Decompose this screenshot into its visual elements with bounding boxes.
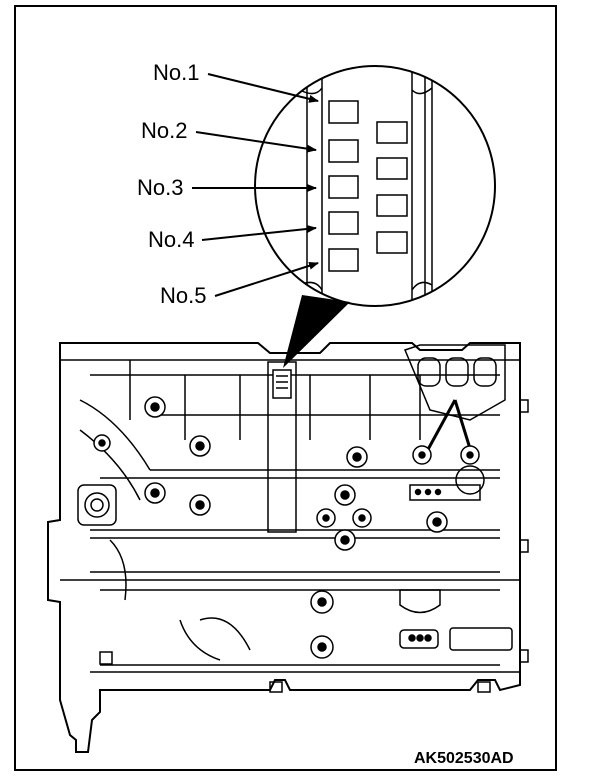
- label-no4: No.4: [148, 227, 195, 252]
- block-bolts: [93, 396, 480, 659]
- cap-no2: [328, 139, 359, 163]
- label-no2: No.2: [141, 118, 188, 143]
- cap-no5: [328, 248, 359, 272]
- leader-arrows: [192, 73, 319, 297]
- cap-no1: [328, 100, 359, 124]
- figure-code: AK502530AD: [414, 750, 514, 767]
- engine-block-drawing: [47, 342, 529, 753]
- magnified-detail-circle: [254, 65, 496, 307]
- detail-pointer-wedge: [283, 295, 350, 368]
- cap-no4: [328, 211, 359, 235]
- label-no1: No.1: [153, 60, 200, 85]
- label-no3: No.3: [137, 175, 184, 200]
- label-no5: No.5: [160, 283, 207, 308]
- cap-no3: [328, 175, 359, 199]
